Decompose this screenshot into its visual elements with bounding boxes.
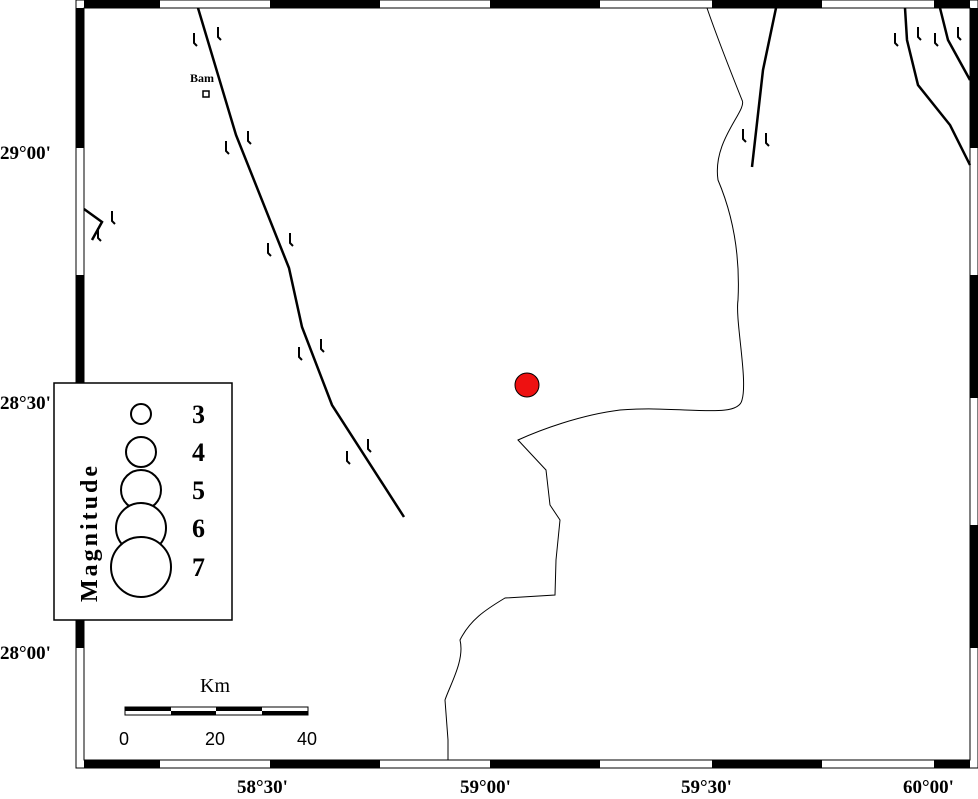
legend-circle bbox=[130, 403, 152, 425]
legend-label: 4 bbox=[192, 438, 205, 467]
slip-arrow-icon bbox=[217, 27, 222, 41]
legend-circle bbox=[125, 436, 157, 468]
scale-label: 0 bbox=[119, 729, 129, 749]
square-marker-icon bbox=[202, 90, 210, 98]
longitude-tick-labels: 58°30' 59°00' 59°30' 60°00' bbox=[237, 777, 954, 798]
fault-northeast-3 bbox=[938, 7, 972, 81]
legend-label: 6 bbox=[192, 514, 205, 543]
scale-bar: Km 0 20 40 bbox=[119, 675, 317, 749]
legend-label: 7 bbox=[192, 553, 205, 582]
latitude-tick-labels: 29°00' 28°30' 28°00' bbox=[0, 143, 51, 664]
slip-arrow-icon bbox=[193, 33, 198, 47]
slip-arrow-icon bbox=[742, 129, 747, 143]
slip-arrow-icon bbox=[934, 33, 939, 47]
lon-tick-label: 59°00' bbox=[460, 777, 511, 798]
legend-label: 3 bbox=[192, 400, 205, 429]
city-label: Bam bbox=[190, 71, 214, 85]
lon-tick-label: 60°00' bbox=[903, 777, 954, 798]
slip-arrow-icon bbox=[346, 451, 351, 465]
lon-tick-label: 59°30' bbox=[681, 777, 732, 798]
slip-arrow-icon bbox=[367, 439, 372, 453]
lat-tick-label: 28°30' bbox=[0, 393, 51, 414]
lon-tick-label: 58°30' bbox=[237, 777, 288, 798]
scale-label: 20 bbox=[205, 729, 225, 749]
slip-arrow-icon bbox=[894, 33, 899, 47]
legend-title: Magnitude bbox=[77, 463, 103, 602]
slip-arrow-icon bbox=[247, 131, 252, 145]
magnitude-legend: Magnitude 3 4 5 6 7 bbox=[53, 382, 233, 621]
slip-arrow-icon bbox=[225, 141, 230, 155]
slip-arrow-icon bbox=[957, 27, 962, 41]
country-border bbox=[444, 7, 745, 760]
fault-west bbox=[83, 207, 104, 241]
epicenter-marker bbox=[514, 372, 540, 398]
fault-northeast-2 bbox=[903, 7, 972, 166]
slip-arrow-icon bbox=[267, 243, 272, 257]
fault-northeast-1 bbox=[750, 7, 778, 168]
lat-tick-label: 28°00' bbox=[0, 643, 51, 664]
lat-tick-label: 29°00' bbox=[0, 143, 51, 164]
bam-fault bbox=[196, 7, 406, 518]
scale-unit: Km bbox=[200, 675, 230, 697]
map-frame bbox=[75, 0, 978, 769]
slip-arrow-icon bbox=[298, 347, 303, 361]
scale-label: 40 bbox=[297, 729, 317, 749]
legend-label: 5 bbox=[192, 476, 205, 505]
city-bam: Bam bbox=[190, 71, 214, 98]
slip-arrow-icon bbox=[289, 233, 294, 247]
fault-slip-markers bbox=[97, 27, 962, 465]
slip-arrow-icon bbox=[917, 27, 922, 41]
slip-arrow-icon bbox=[111, 211, 116, 225]
slip-arrow-icon bbox=[320, 339, 325, 353]
slip-arrow-icon bbox=[765, 133, 770, 147]
legend-circle bbox=[110, 536, 172, 598]
slip-arrow-icon bbox=[97, 228, 102, 242]
